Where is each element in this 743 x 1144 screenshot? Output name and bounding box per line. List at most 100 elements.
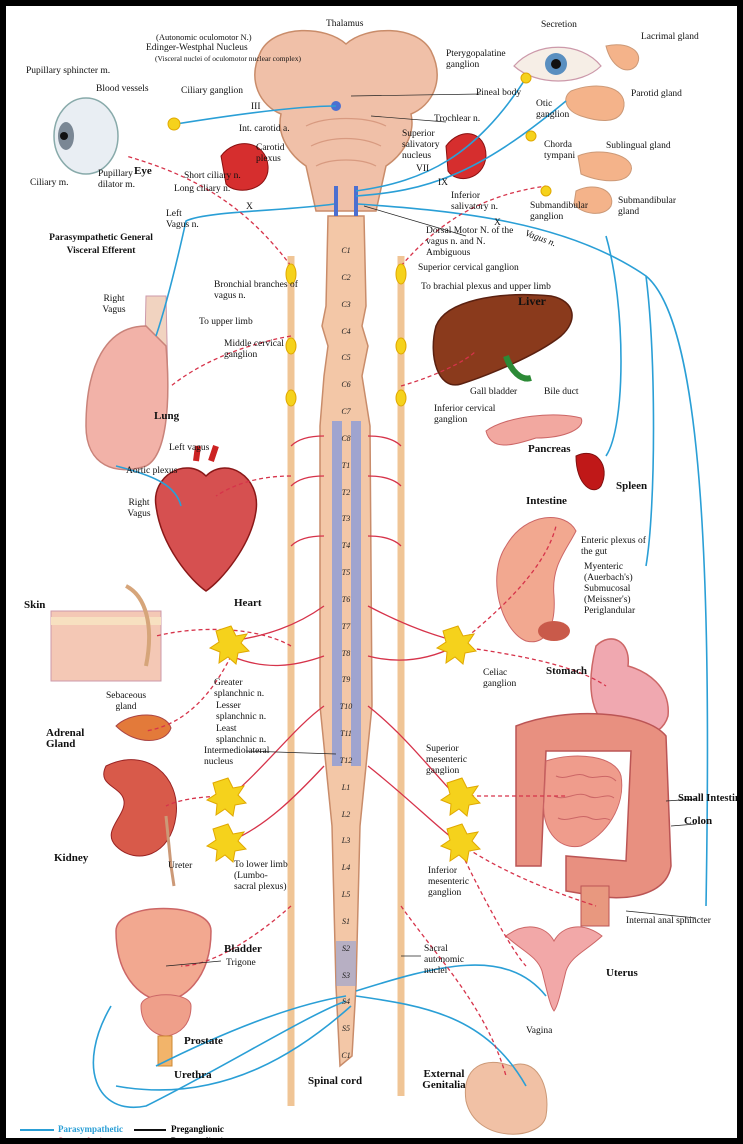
- label-otic: Otic ganglion: [536, 99, 576, 121]
- label-colon: Colon: [684, 816, 712, 827]
- segment-label: C1: [335, 246, 357, 255]
- prostate-shape: [141, 995, 191, 1036]
- label-pupillary-sphincter: Pupillary sphincter m.: [26, 66, 110, 77]
- segment-label: L1: [335, 783, 357, 792]
- legend-preganglionic: Preganglionic: [171, 1124, 224, 1134]
- segment-label: T11: [335, 729, 357, 738]
- legend-parasympathetic: Parasympathetic: [58, 1124, 123, 1134]
- label-greater-splanchnic: Greater splanchnic n.: [214, 678, 274, 700]
- label-to-lower-limb: To lower limb (Lumbo-sacral plexus): [234, 860, 289, 893]
- bladder-shape: [116, 909, 211, 1002]
- label-ciliary-m: Ciliary m.: [30, 178, 69, 189]
- label-bladder: Bladder: [224, 944, 262, 955]
- label-myenteric: Myenteric (Auerbach's) Submucosal (Meiss…: [584, 562, 669, 617]
- inferior-cervical-ganglion-left: [286, 390, 296, 406]
- label-secretion: Secretion: [541, 20, 577, 31]
- segment-label: S3: [335, 971, 357, 980]
- label-ureter: Ureter: [168, 861, 192, 872]
- label-submandibular-gland: Submandibular gland: [618, 196, 688, 218]
- label-celiac: Celiac ganglion: [483, 668, 533, 690]
- segment-label: T7: [335, 622, 357, 631]
- label-pancreas: Pancreas: [528, 444, 571, 455]
- label-sacral-autonomic: Sacral autonomic nuclei: [424, 944, 484, 977]
- lung-shape: [86, 326, 168, 470]
- label-short-ciliary: Short ciliary n.: [184, 171, 241, 182]
- segment-label: C2: [335, 273, 357, 282]
- segment-label: S1: [335, 917, 357, 926]
- superior-mesenteric-ganglion-left: [207, 778, 246, 816]
- segment-label: T2: [335, 488, 357, 497]
- segment-label: C8: [335, 434, 357, 443]
- label-enteric: Enteric plexus of the gut: [581, 536, 651, 558]
- label-spleen: Spleen: [616, 481, 647, 492]
- label-left-vagus-n: Left Vagus n.: [166, 209, 206, 231]
- label-superior-salivatory: Superior salivatory nucleus: [402, 129, 457, 162]
- uterus-shape: [506, 927, 602, 1011]
- intermediolateral-column-right: [351, 421, 361, 766]
- label-lesser-splanchnic: Lesser splanchnic n.: [216, 701, 276, 723]
- celiac-ganglion-right: [437, 626, 476, 664]
- segment-label: L5: [335, 890, 357, 899]
- spleen-shape: [576, 453, 604, 489]
- segment-label: C7: [335, 407, 357, 416]
- label-ix: IX: [438, 178, 448, 189]
- segment-label: S2: [335, 944, 357, 953]
- segment-label: T12: [335, 756, 357, 765]
- small-intestine-shape: [544, 756, 622, 847]
- label-to-brachial: To brachial plexus and upper limb: [421, 282, 551, 293]
- label-least-splanchnic: Least splanchnic n.: [216, 724, 276, 746]
- label-right-vagus-heart: Right Vagus: [119, 498, 159, 520]
- superior-cervical-ganglion-right: [396, 264, 406, 284]
- label-intestine: Intestine: [526, 496, 567, 507]
- label-edinger: Edinger-Westphal Nucleus: [146, 43, 248, 54]
- label-visceral-nuclei: (Visceral nuclei of oculomotor nuclear c…: [153, 54, 303, 63]
- label-thalamus: Thalamus: [326, 19, 363, 30]
- segment-label: C4: [335, 327, 357, 336]
- label-superior-cervical: Superior cervical ganglion: [418, 263, 519, 274]
- label-adrenal: Adrenal Gland: [46, 728, 101, 750]
- label-carotid-plexus: Carotid plexus: [256, 143, 306, 165]
- label-sublingual: Sublingual gland: [606, 141, 671, 152]
- otic-ganglion-dot: [526, 131, 536, 141]
- label-trochlear: Trochlear n.: [434, 114, 480, 125]
- label-dorsal-motor: Dorsal Motor N. of the vagus n. and N. A…: [426, 226, 521, 259]
- label-trigone: Trigone: [226, 958, 256, 969]
- ciliary-ganglion-dot: [168, 118, 180, 130]
- inferior-mesenteric-ganglion-right: [441, 824, 480, 862]
- middle-cervical-ganglion-right: [396, 338, 406, 354]
- segment-label: T8: [335, 649, 357, 658]
- label-bronchial: Bronchial branches of vagus n.: [214, 280, 314, 302]
- label-parotid: Parotid gland: [631, 89, 682, 100]
- label-internal-anal: Internal anal sphincter: [626, 916, 711, 927]
- segment-label: T9: [335, 675, 357, 684]
- label-inferior-salivatory: Inferior salivatory n.: [451, 191, 511, 213]
- segment-label: T4: [335, 541, 357, 550]
- spinal-cord-shape: [320, 216, 372, 1066]
- label-lacrimal: Lacrimal gland: [641, 32, 699, 43]
- label-stomach: Stomach: [546, 666, 587, 677]
- label-skin: Skin: [24, 600, 45, 611]
- segment-label: C6: [335, 380, 357, 389]
- heart-shape: [156, 468, 257, 591]
- label-kidney: Kidney: [54, 853, 88, 864]
- label-inferior-mesenteric: Inferior mesenteric ganglion: [428, 866, 498, 899]
- label-vii: VII: [416, 164, 429, 175]
- inferior-mesenteric-ganglion-left: [207, 824, 246, 862]
- inferior-cervical-ganglion-right: [396, 390, 406, 406]
- label-to-upper-limb: To upper limb: [199, 317, 253, 328]
- label-aortic-plexus: Aortic plexus: [126, 466, 177, 477]
- label-prostate: Prostate: [184, 1036, 223, 1047]
- label-submandibular-ganglion: Submandibular ganglion: [530, 201, 600, 223]
- label-small-intestine: Small Intestine: [678, 793, 743, 804]
- label-middle-cervical: Middle cervical ganglion: [224, 339, 284, 361]
- label-blood-vessels: Blood vessels: [96, 84, 149, 95]
- label-left-vagus: Left vagus: [169, 443, 209, 454]
- label-psge: Parasympathetic General Visceral Efferen…: [46, 232, 156, 258]
- label-right-vagus-top: Right Vagus: [94, 294, 134, 316]
- segment-label: C5: [335, 353, 357, 362]
- label-liver: Liver: [518, 296, 546, 307]
- segment-label: L4: [335, 863, 357, 872]
- label-heart: Heart: [234, 598, 261, 609]
- segment-label: T1: [335, 461, 357, 470]
